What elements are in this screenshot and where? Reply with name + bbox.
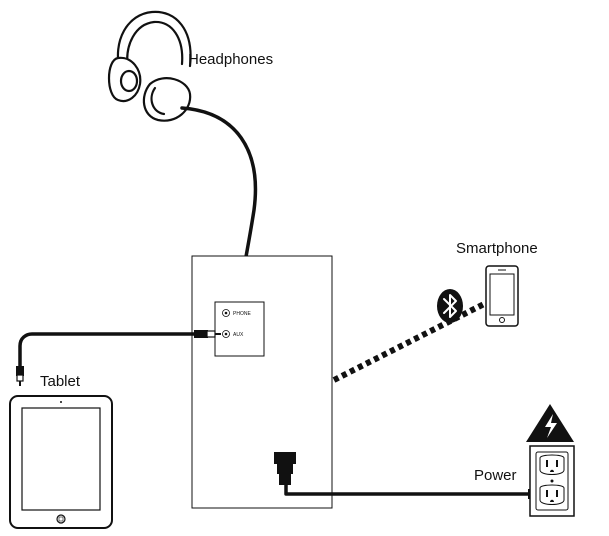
bluetooth-icon: [437, 289, 463, 323]
aux-cable: [16, 330, 221, 386]
power-label: Power: [474, 467, 517, 484]
phone-jack-label: PHONE: [233, 311, 251, 317]
power-inlet: [274, 452, 296, 485]
bluetooth-link: [332, 301, 486, 383]
power-outlet-icon: [529, 445, 575, 517]
phone-jack[interactable]: PHONE: [222, 309, 252, 318]
smartphone-icon: [485, 265, 519, 327]
aux-jack[interactable]: AUX: [222, 330, 244, 339]
aux-jack-label: AUX: [233, 332, 244, 338]
headphones-icon: [107, 10, 192, 122]
power-cable: [284, 484, 530, 496]
tablet-label: Tablet: [40, 373, 81, 390]
headphones-label: Headphones: [188, 51, 273, 68]
tablet-icon: [9, 395, 113, 529]
smartphone-label: Smartphone: [456, 240, 538, 257]
headphone-cable: [180, 106, 258, 270]
jack-panel: [214, 301, 265, 357]
high-voltage-warning-icon: [526, 404, 574, 442]
speaker-unit: [191, 255, 333, 509]
